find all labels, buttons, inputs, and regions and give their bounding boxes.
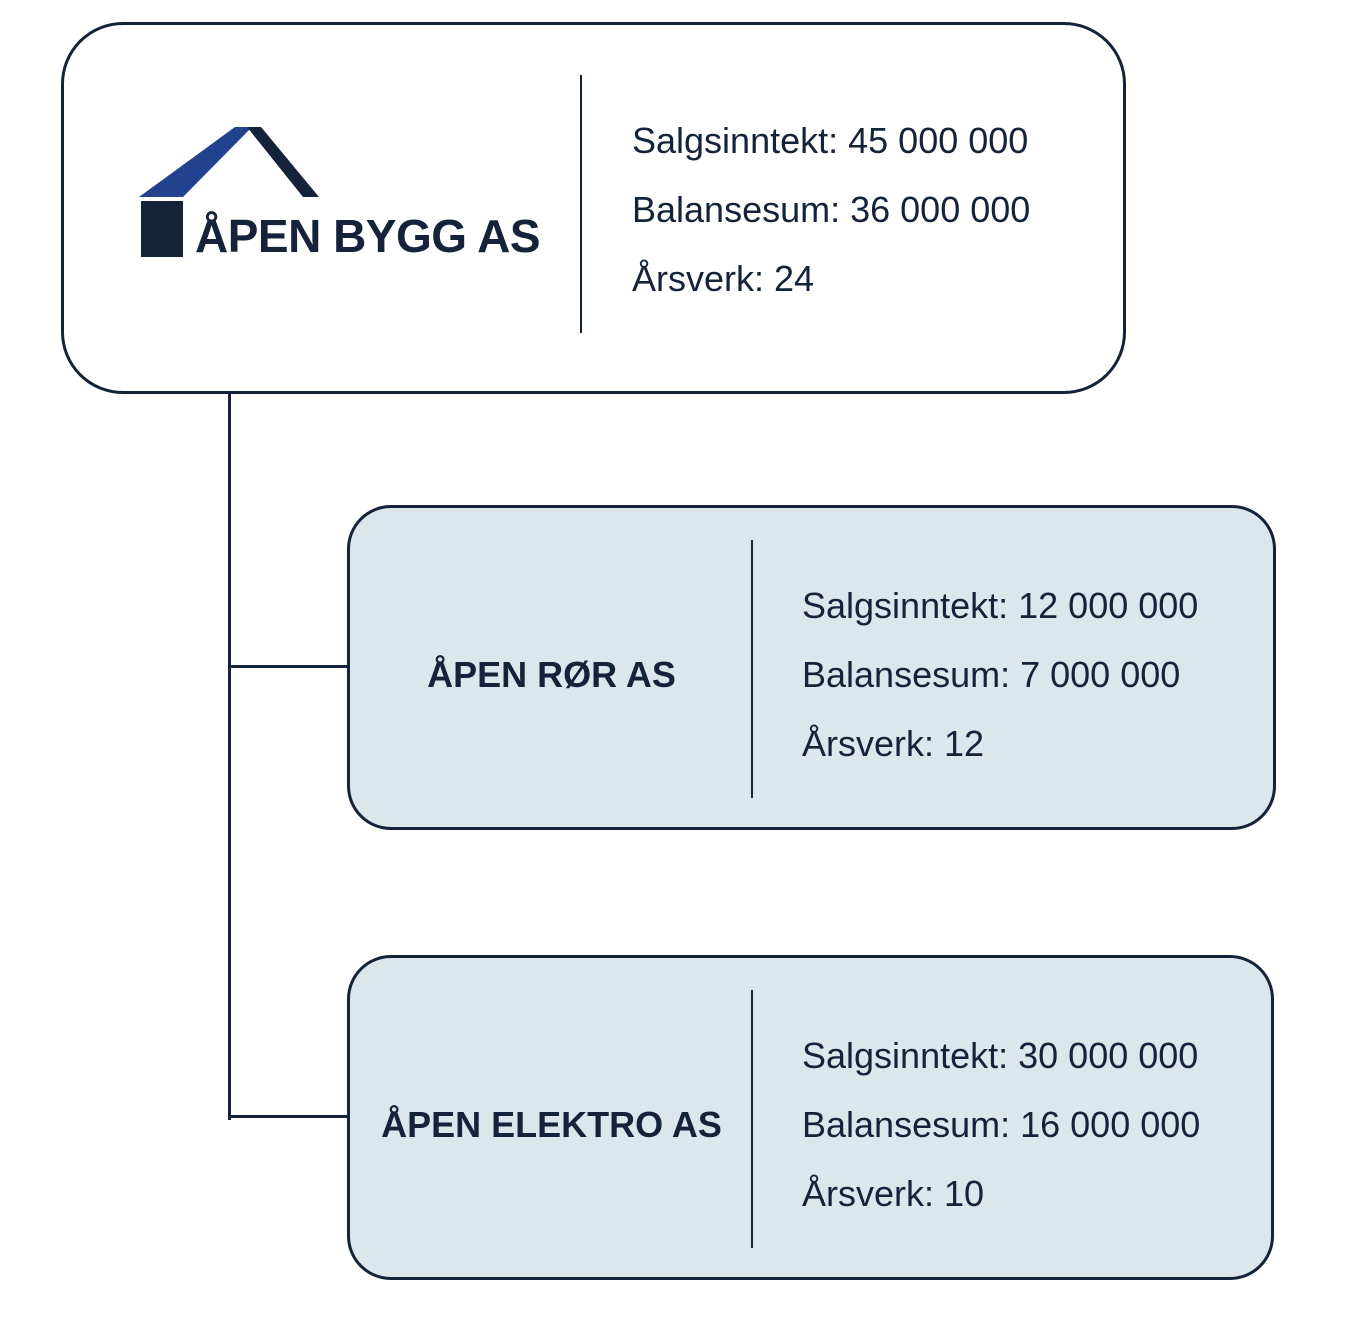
branch-connector-elektro bbox=[228, 1115, 349, 1118]
stat-balansesum: Balansesum: 7 000 000 bbox=[802, 654, 1181, 695]
subsidiary-divider bbox=[751, 540, 753, 798]
stat-arsverk: Årsverk: 10 bbox=[802, 1173, 985, 1214]
stat-arsverk: Årsverk: 12 bbox=[802, 723, 985, 764]
trunk-connector bbox=[228, 392, 231, 1120]
stat-salgsinntekt: Salgsinntekt: 45 000 000 bbox=[632, 120, 1029, 161]
stat-salgsinntekt: Salgsinntekt: 12 000 000 bbox=[802, 585, 1199, 626]
subsidiary-divider bbox=[751, 990, 753, 1248]
stat-salgsinntekt: Salgsinntekt: 30 000 000 bbox=[802, 1035, 1199, 1076]
parent-company-name: ÅPEN BYGG AS bbox=[195, 210, 541, 262]
stat-balansesum: Balansesum: 16 000 000 bbox=[802, 1104, 1201, 1145]
branch-connector-ror bbox=[228, 665, 349, 668]
subsidiary-stats: Salgsinntekt: 30 000 000 Balansesum: 16 … bbox=[802, 1036, 1200, 1243]
subsidiary-name: ÅPEN RØR AS bbox=[427, 654, 676, 695]
subsidiary-stats: Salgsinntekt: 12 000 000 Balansesum: 7 0… bbox=[802, 586, 1198, 793]
subsidiary-name: ÅPEN ELEKTRO AS bbox=[381, 1104, 722, 1145]
company-logo: ÅPEN BYGG AS bbox=[139, 121, 541, 262]
subsidiary-box-ror: ÅPEN RØR AS Salgsinntekt: 12 000 000 Bal… bbox=[347, 505, 1276, 830]
parent-stats: Salgsinntekt: 45 000 000 Balansesum: 36 … bbox=[632, 121, 1030, 328]
stat-arsverk: Årsverk: 24 bbox=[632, 258, 815, 299]
parent-divider bbox=[580, 75, 582, 333]
subsidiary-box-elektro: ÅPEN ELEKTRO AS Salgsinntekt: 30 000 000… bbox=[347, 955, 1274, 1280]
stat-balansesum: Balansesum: 36 000 000 bbox=[632, 189, 1031, 230]
house-roof-icon bbox=[139, 127, 319, 257]
parent-company-box: ÅPEN BYGG AS Salgsinntekt: 45 000 000 Ba… bbox=[61, 22, 1126, 394]
